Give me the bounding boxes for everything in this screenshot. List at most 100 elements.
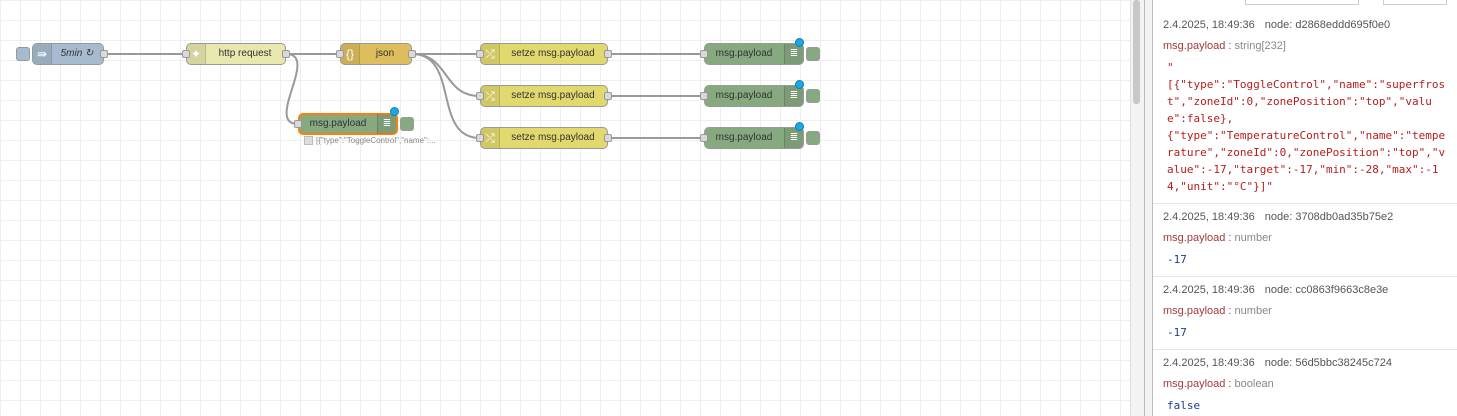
debug3-input-port[interactable]: [700, 134, 708, 142]
debug-sidebar: 2.4.2025, 18:49:36 node: d2868eddd695f0e0…: [1153, 0, 1457, 416]
message-topic: msg.payload : string[232]: [1163, 40, 1286, 52]
message-time: 2.4.2025, 18:49:36: [1163, 284, 1255, 296]
status-dot: [390, 107, 399, 116]
message-topic-label: msg.payload: [1163, 305, 1226, 317]
message-node-link[interactable]: node: 56d5bbc38245c724: [1264, 357, 1392, 369]
debug2-input-port[interactable]: [700, 92, 708, 100]
http-output-port[interactable]: [282, 50, 290, 58]
message-topic-label: msg.payload: [1163, 378, 1226, 390]
clear-button[interactable]: [1383, 0, 1447, 5]
change-label-3: setze msg.payload: [511, 132, 595, 143]
list-icon: ≣: [784, 128, 803, 148]
message-topic: msg.payload : boolean: [1163, 378, 1274, 390]
shuffle-icon: ⤮: [481, 86, 500, 106]
debug-label-3: msg.payload: [715, 132, 773, 143]
message-value[interactable]: false: [1167, 399, 1201, 412]
wire-json-change2[interactable]: [411, 53, 481, 97]
change1-input-port[interactable]: [476, 50, 484, 58]
list-icon: ≣: [784, 44, 803, 64]
message-meta: 2.4.2025, 18:49:36 node: 56d5bbc38245c724: [1163, 354, 1447, 372]
wire-json-change3[interactable]: [411, 53, 481, 139]
debug-label-2: msg.payload: [715, 90, 773, 101]
debug-message: 2.4.2025, 18:49:36 node: cc0863f9663c8e3e…: [1153, 277, 1457, 350]
shuffle-icon: ⤮: [481, 44, 500, 64]
debug-toggle-button[interactable]: [806, 131, 820, 145]
http-input-port[interactable]: [182, 50, 190, 58]
change1-output-port[interactable]: [604, 50, 612, 58]
debug-node-1[interactable]: msg.payload ≣: [700, 43, 804, 65]
change-node-2[interactable]: ⤮ setze msg.payload: [476, 85, 612, 107]
json-output-port[interactable]: [408, 50, 416, 58]
status-dot: [795, 38, 804, 47]
filter-button[interactable]: [1245, 0, 1359, 5]
message-value[interactable]: -17: [1167, 326, 1187, 339]
message-type: number: [1234, 232, 1272, 244]
message-time: 2.4.2025, 18:49:36: [1163, 357, 1255, 369]
message-value[interactable]: -17: [1167, 253, 1187, 266]
list-icon: ≣: [784, 86, 803, 106]
globe-icon: ✦: [187, 44, 206, 64]
debug4-input-port[interactable]: [294, 120, 302, 128]
debug-toggle-button[interactable]: [806, 89, 820, 103]
workspace-scrollbar[interactable]: [1130, 0, 1145, 416]
debug-toggle-button[interactable]: [400, 117, 414, 131]
debug-label-4: msg.payload: [309, 118, 367, 129]
status-dot: [795, 80, 804, 89]
message-type: boolean: [1234, 378, 1274, 390]
wire-http-debug[interactable]: [285, 53, 299, 125]
debug1-input-port[interactable]: [700, 50, 708, 58]
json-node[interactable]: {} json: [336, 43, 416, 65]
change3-output-port[interactable]: [604, 134, 612, 142]
message-node-link[interactable]: node: cc0863f9663c8e3e: [1264, 284, 1389, 296]
message-topic-label: msg.payload: [1163, 40, 1226, 52]
message-node-link[interactable]: node: 3708db0ad35b75e2: [1264, 211, 1394, 223]
message-topic: msg.payload : number: [1163, 232, 1272, 244]
json-input-port[interactable]: [336, 50, 344, 58]
inject-button[interactable]: [16, 47, 30, 61]
http-request-node[interactable]: ✦ http request: [182, 43, 290, 65]
change-label-2: setze msg.payload: [511, 90, 595, 101]
json-label: json: [375, 48, 395, 59]
message-meta: 2.4.2025, 18:49:36 node: cc0863f9663c8e3e: [1163, 281, 1447, 299]
change-label-1: setze msg.payload: [511, 48, 595, 59]
change-node-1[interactable]: ⤮ setze msg.payload: [476, 43, 612, 65]
message-meta: 2.4.2025, 18:49:36 node: 3708db0ad35b75e2: [1163, 208, 1447, 226]
debug-node-2[interactable]: msg.payload ≣: [700, 85, 804, 107]
change2-input-port[interactable]: [476, 92, 484, 100]
message-type: string[232]: [1234, 40, 1286, 52]
list-icon: ≣: [377, 114, 396, 134]
node-status: [{"type":"ToggleControl","name":...: [304, 136, 436, 146]
wires: [104, 53, 704, 139]
node-status-text: [{"type":"ToggleControl","name":...: [316, 136, 436, 145]
message-value[interactable]: " [{"type":"ToggleControl","name":"super…: [1167, 61, 1446, 193]
message-node-link[interactable]: node: d2868eddd695f0e0: [1264, 19, 1391, 31]
flow-workspace[interactable]: ⇛ 5min ↻ ✦ http request {} json ⤮ setze …: [0, 0, 1130, 416]
inject-output-port[interactable]: [100, 50, 108, 58]
debug-message: 2.4.2025, 18:49:36 node: 56d5bbc38245c724…: [1153, 350, 1457, 416]
debug-message: 2.4.2025, 18:49:36 node: 3708db0ad35b75e2…: [1153, 204, 1457, 277]
change-node-3[interactable]: ⤮ setze msg.payload: [476, 127, 612, 149]
change2-output-port[interactable]: [604, 92, 612, 100]
debug-message: 2.4.2025, 18:49:36 node: d2868eddd695f0e0…: [1153, 12, 1457, 204]
message-topic: msg.payload : number: [1163, 305, 1272, 317]
debug-node-4[interactable]: msg.payload ≣: [294, 113, 398, 135]
sidebar-separator[interactable]: [1144, 0, 1153, 416]
message-time: 2.4.2025, 18:49:36: [1163, 19, 1255, 31]
message-time: 2.4.2025, 18:49:36: [1163, 211, 1255, 223]
debug-label-1: msg.payload: [715, 48, 773, 59]
message-type: number: [1234, 305, 1272, 317]
status-square-icon: [304, 136, 313, 146]
message-topic-label: msg.payload: [1163, 232, 1226, 244]
status-dot: [795, 122, 804, 131]
workspace-scrollbar-thumb[interactable]: [1133, 0, 1140, 104]
arrow-in-icon: ⇛: [33, 44, 52, 64]
shuffle-icon: ⤮: [481, 128, 500, 148]
change3-input-port[interactable]: [476, 134, 484, 142]
http-request-label: http request: [218, 48, 272, 59]
debug-toggle-button[interactable]: [806, 47, 820, 61]
inject-label: 5min ↻: [60, 48, 94, 59]
debug-node-3[interactable]: msg.payload ≣: [700, 127, 804, 149]
message-meta: 2.4.2025, 18:49:36 node: d2868eddd695f0e0: [1163, 16, 1447, 34]
braces-icon: {}: [341, 44, 360, 64]
inject-node[interactable]: ⇛ 5min ↻: [32, 43, 108, 65]
